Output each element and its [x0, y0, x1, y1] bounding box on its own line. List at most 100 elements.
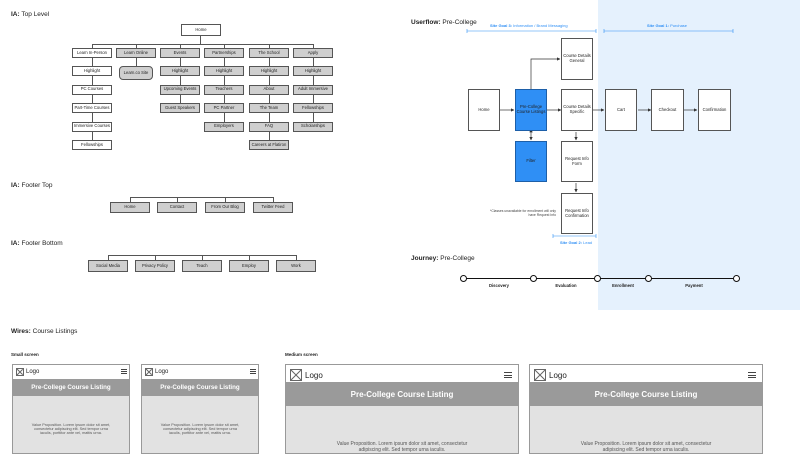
hamburger-menu-icon[interactable]	[504, 372, 512, 378]
tree-connector	[92, 44, 313, 45]
logo-placeholder-icon	[145, 368, 153, 376]
ia-child-fellowships-label: Fellowships	[302, 104, 324, 110]
ia-child-upcoming-events: Upcoming Events	[160, 84, 200, 95]
flow-node-confirmation: Confirmation	[698, 89, 731, 131]
journey-title-bold: Journey:	[411, 255, 439, 262]
flow-node-request-form: Request Info Form	[561, 141, 593, 182]
flow-node-request-confirmation-label: Request Info Confirmation	[565, 207, 589, 218]
footer-top-twitter-feed: Twitter Feed	[253, 202, 293, 213]
flow-node-checkout: Checkout	[651, 89, 684, 131]
tree-connector	[180, 44, 181, 48]
flow-node-home-label: Home	[478, 106, 490, 112]
ia-child-about: About	[249, 84, 289, 95]
ia-child-highlight: Highlight	[249, 66, 289, 76]
wire-medium-screen: Logo Pre-College Course Listing Value Pr…	[529, 364, 763, 454]
flow-node-listings: Pre-College Course Listings	[515, 89, 547, 131]
journey-dot	[530, 275, 537, 282]
flow-node-listings-label: Pre-College Course Listings	[516, 104, 546, 114]
ia-child-pc-courses-label: PC Courses	[80, 86, 104, 92]
tree-connector	[224, 76, 225, 85]
ia-child-the-team: The Team	[249, 103, 289, 113]
ia-child-employers-label: Employers	[214, 123, 234, 129]
ia-child-highlight: Highlight	[72, 66, 112, 76]
tree-connector	[224, 113, 225, 122]
footer-top-from-our-blog-label: From Our Blog	[211, 204, 239, 210]
tree-connector	[136, 44, 137, 48]
footer-bottom-work: Work	[276, 260, 316, 272]
ia-child-part-time-courses: Part-Time Courses	[72, 103, 112, 113]
userflow-title-bold: Userflow:	[411, 19, 441, 26]
ia-child-careers-at-flatiron: Careers at Flatiron	[249, 140, 289, 150]
ia-node-the-school: The School	[249, 48, 289, 58]
ia-child-pc-partner-label: PC Partner	[213, 104, 235, 110]
ia-child-pc-courses: PC Courses	[72, 84, 112, 95]
site-goal-2-label: Site Goal 2: Lead	[560, 240, 592, 245]
wire-banner: Pre-College Course Listing	[530, 382, 762, 406]
wire-logo-text: Logo	[305, 370, 323, 380]
journey-dot	[594, 275, 601, 282]
ia-node-partnerships: Partnerships	[204, 48, 244, 58]
userflow-note: *Classes unavailable for enrollment will…	[490, 209, 556, 218]
flow-node-cart: Cart	[605, 89, 637, 131]
footer-bottom-work-label: Work	[291, 262, 301, 268]
site-goal-1-bold: Site Goal 1:	[647, 23, 670, 28]
tree-connector	[92, 44, 93, 48]
site-goal-1-rest: Purchase	[669, 23, 688, 28]
tree-connector	[269, 94, 270, 103]
hamburger-menu-icon[interactable]	[250, 369, 256, 374]
tree-connector	[313, 94, 314, 103]
ia-node-events-label: Events	[173, 49, 187, 55]
ia-node-home: Home	[181, 24, 221, 36]
ia-child-adult-immersive: Adult Immersive	[293, 84, 333, 95]
journey-dot	[645, 275, 652, 282]
flow-node-details-general-label: Course Details General	[563, 53, 591, 63]
footer-bottom-privacy-policy-label: Privacy Policy	[141, 262, 169, 268]
ia-child-careers-at-flatiron-label: Careers at Flatiron	[251, 141, 287, 147]
tree-connector	[273, 197, 274, 202]
logo-placeholder-icon	[290, 369, 302, 381]
tree-connector	[130, 197, 131, 202]
footer-top-contact: Contact	[157, 202, 197, 213]
journey-dot	[733, 275, 740, 282]
ia-child-learn-co-site: Learn.co Site	[119, 66, 153, 80]
flow-node-confirmation-label: Confirmation	[702, 106, 727, 112]
wire-header: Logo	[530, 365, 762, 385]
ia-child-adult-immersive-label: Adult Immersive	[297, 86, 329, 92]
wires-title-bold: Wires:	[11, 328, 31, 335]
ia-child-highlight: Highlight	[204, 66, 244, 76]
ia-footer-top-title-rest: Footer Top	[19, 182, 53, 189]
wire-value-prop: Value Proposition. Lorem ipsum dolor sit…	[142, 396, 258, 453]
ia-footer-top-title: IA: Footer Top	[11, 182, 52, 189]
tree-connector	[92, 76, 93, 85]
ia-node-learn-in-person: Learn In-Person	[72, 48, 112, 58]
small-screen-label: Small screen	[11, 352, 39, 357]
wire-banner: Pre-College Course Listing	[13, 379, 129, 396]
ia-node-apply: Apply	[293, 48, 333, 58]
footer-bottom-social-media-label: Social Media	[96, 262, 120, 268]
site-goal-3-bold: Site Goal 3:	[490, 23, 513, 28]
ia-child-faq-label: FAQ	[264, 123, 274, 129]
ia-child-highlight-label: Highlight	[215, 67, 233, 73]
flow-node-filter-label: Filter	[526, 158, 536, 164]
userflow-connectors	[466, 29, 734, 238]
hamburger-menu-icon[interactable]	[748, 372, 756, 378]
ia-node-learn-in-person-label: Learn In-Person	[76, 49, 108, 55]
flow-node-details-specific-label: Course Details Specific	[563, 104, 591, 114]
tree-connector	[92, 113, 93, 122]
hamburger-menu-icon[interactable]	[121, 369, 127, 374]
arrow-listings-general	[530, 57, 561, 89]
ia-child-guest-speakers: Guest Speakers	[160, 103, 200, 113]
ia-footer-bottom-title: IA: Footer Bottom	[11, 240, 63, 247]
journey-title: Journey: Pre-College	[411, 255, 475, 262]
tree-connector	[136, 58, 137, 66]
logo-placeholder-icon	[16, 368, 24, 376]
footer-bottom-teach: Teach	[182, 260, 222, 272]
ia-node-the-school-label: The School	[258, 49, 280, 55]
ia-child-part-time-courses-label: Part-Time Courses	[74, 104, 110, 110]
site-goal-2-rest: Lead	[582, 240, 593, 245]
ia-child-immersive-courses-label: Immersive Courses	[73, 123, 111, 129]
ia-footer-top-title-bold: IA:	[11, 182, 20, 189]
tree-connector	[180, 76, 181, 85]
ia-child-teachers-label: Teachers	[215, 86, 233, 92]
ia-node-home-label: Home	[195, 26, 207, 32]
